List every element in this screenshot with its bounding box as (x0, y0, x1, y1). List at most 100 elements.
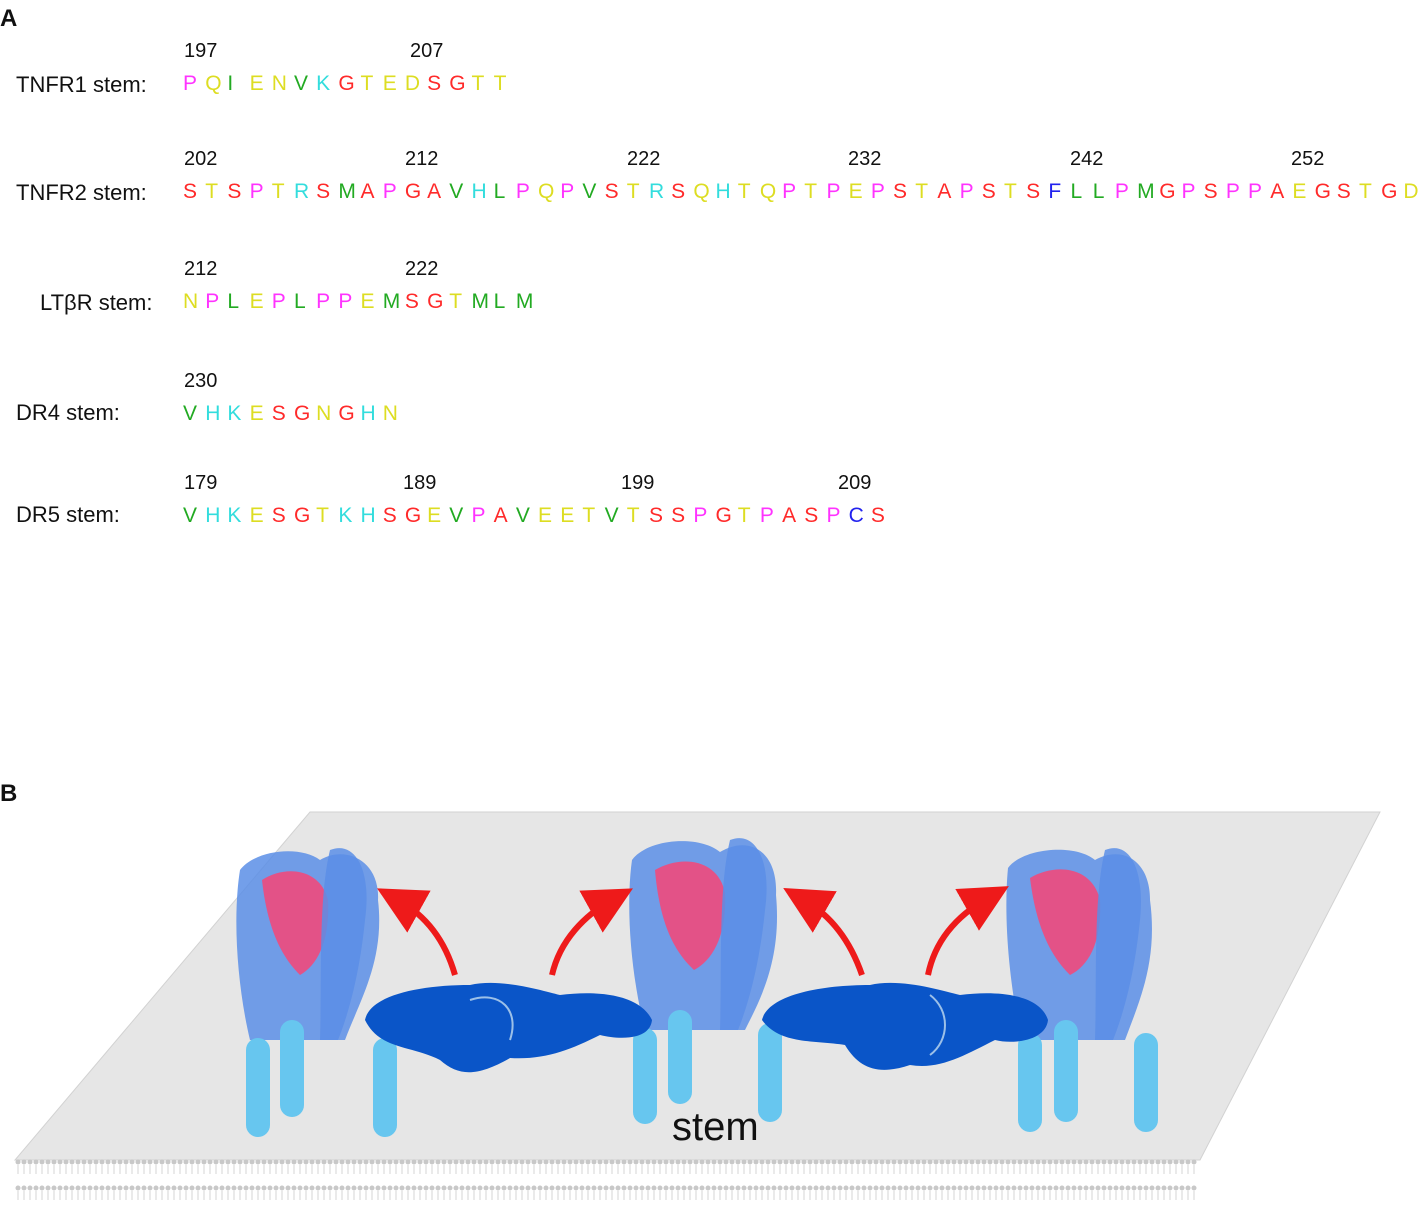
lipid-head (723, 1159, 729, 1165)
lipid-head (771, 1159, 777, 1165)
lipid-head (555, 1159, 561, 1165)
lipid-head (687, 1185, 693, 1191)
lipid-head (489, 1185, 495, 1191)
lipid-head (393, 1185, 399, 1191)
residue-letter: K (338, 504, 353, 527)
lipid-head (633, 1159, 639, 1165)
lipid-head (627, 1185, 633, 1191)
lipid-head (453, 1159, 459, 1165)
residue-letter: S (382, 504, 397, 527)
lipid-head (849, 1185, 855, 1191)
row-label: TNFR1 stem: (16, 72, 147, 97)
lipid-head (999, 1185, 1005, 1191)
lipid-head (381, 1159, 387, 1165)
lipid-head (297, 1159, 303, 1165)
residue-letter: S (316, 180, 331, 203)
lipid-head (1173, 1159, 1179, 1165)
lipid-head (711, 1185, 717, 1191)
residue-letter: D (1403, 180, 1419, 203)
lipid-head (669, 1185, 675, 1191)
lipid-head (1149, 1185, 1155, 1191)
lipid-head (909, 1185, 915, 1191)
residue-letter: G (338, 402, 355, 425)
lipid-head (189, 1185, 195, 1191)
lipid-head (513, 1185, 519, 1191)
lipid-head (135, 1185, 141, 1191)
position-number: 199 (621, 472, 655, 494)
lipid-head (1167, 1185, 1173, 1191)
lipid-head (489, 1159, 495, 1165)
residue-letter: P (826, 504, 841, 527)
lipid-head (1101, 1159, 1107, 1165)
lipid-head (765, 1159, 771, 1165)
lipid-head (459, 1185, 465, 1191)
lipid-head (123, 1159, 129, 1165)
lipid-head (267, 1159, 273, 1165)
lipid-head (1065, 1185, 1071, 1191)
lipid-head (423, 1185, 429, 1191)
lipid-head (663, 1185, 669, 1191)
residue-letter: A (782, 504, 797, 527)
lipid-head (531, 1159, 537, 1165)
lipid-head (603, 1159, 609, 1165)
lipid-head (1065, 1159, 1071, 1165)
lipid-head (57, 1159, 63, 1165)
row-label: LTβR stem: (40, 290, 153, 315)
lipid-head (537, 1185, 543, 1191)
lipid-head (345, 1159, 351, 1165)
lipid-head (357, 1185, 363, 1191)
residue-letter: E (848, 180, 863, 203)
lipid-head (213, 1159, 219, 1165)
lipid-head (543, 1185, 549, 1191)
lipid-head (303, 1185, 309, 1191)
residue-letter: V (449, 504, 464, 527)
lipid-head (507, 1159, 513, 1165)
lipid-head (21, 1185, 27, 1191)
lipid-head (639, 1159, 645, 1165)
lipid-head (507, 1185, 513, 1191)
lipid-head (1173, 1185, 1179, 1191)
receptor-complex-left (236, 848, 380, 1040)
lipid-head (765, 1185, 771, 1191)
position-number: 189 (403, 472, 437, 494)
residue-letter: T (1003, 180, 1017, 203)
residue-letter: E (382, 72, 397, 95)
lipid-head (411, 1185, 417, 1191)
lipid-head (147, 1159, 153, 1165)
lipid-head (1035, 1159, 1041, 1165)
lipid-head (645, 1185, 651, 1191)
residue-letter: G (293, 504, 311, 527)
residue-letter: H (360, 504, 376, 527)
lipid-head (465, 1159, 471, 1165)
residue-letter: G (449, 72, 466, 95)
residue-letter: E (360, 290, 375, 313)
lipid-head (525, 1159, 531, 1165)
lipid-head (1131, 1159, 1137, 1165)
lipid-head (255, 1185, 261, 1191)
lipid-head (147, 1185, 153, 1191)
lipid-head (909, 1159, 915, 1165)
lipid-head (561, 1185, 567, 1191)
lipid-head (783, 1185, 789, 1191)
lipid-head (393, 1159, 399, 1165)
residue-letter: K (316, 72, 331, 95)
lipid-head (969, 1185, 975, 1191)
lipid-head (465, 1185, 471, 1191)
lipid-head (333, 1159, 339, 1165)
lipid-head (447, 1185, 453, 1191)
residue-letter: S (604, 180, 619, 203)
stem-label: stem (672, 1105, 759, 1149)
lipid-head (771, 1185, 777, 1191)
lipid-head (813, 1159, 819, 1165)
lipid-head (1125, 1185, 1131, 1191)
lipid-head (1071, 1159, 1077, 1165)
lipid-head (1155, 1159, 1161, 1165)
lipid-head (651, 1185, 657, 1191)
residue-letter: P (870, 180, 885, 203)
lipid-head (1161, 1159, 1167, 1165)
residue-letter: T (1358, 180, 1372, 203)
lipid-head (93, 1159, 99, 1165)
lipid-head (459, 1159, 465, 1165)
residue-letter: G (293, 402, 311, 425)
